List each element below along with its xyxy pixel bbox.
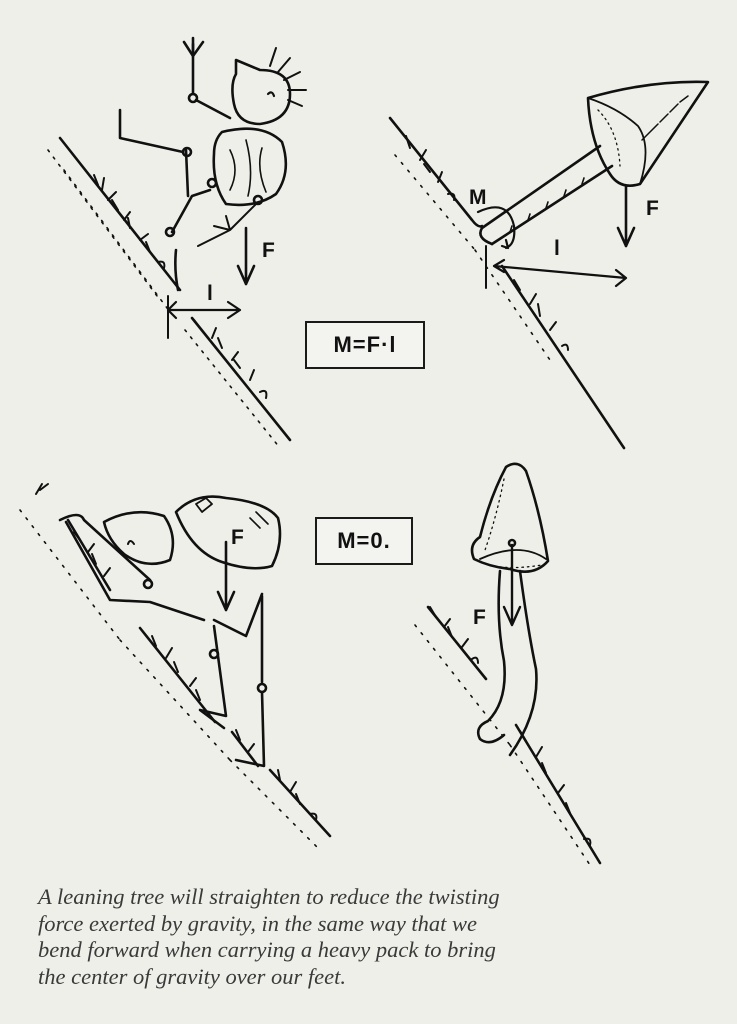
force-label: F [262, 239, 275, 262]
straight-tree-drawing [414, 462, 602, 866]
hiker-leaning-back-drawing [47, 36, 307, 449]
caption-line-3: bend forward when carrying a heavy pack … [38, 937, 496, 962]
formula-moment-box: M=F·l [305, 321, 425, 369]
formula-zero-moment-box: M=0. [315, 517, 413, 565]
leaning-tree-drawing [388, 80, 710, 450]
caption-line-4: the center of gravity over our feet. [38, 963, 347, 989]
lever-arm-label: l [554, 237, 560, 260]
formula-moment-text: M=F·l [333, 332, 397, 357]
panel-hiker-leaning-back: F l [0, 0, 380, 460]
force-label: F [473, 606, 486, 629]
moment-label: M [469, 186, 487, 209]
hiker-bending-forward-drawing [19, 483, 332, 851]
caption-line-1: A leaning tree will straighten to reduce… [38, 884, 500, 909]
force-label: F [231, 526, 244, 549]
panel-leaning-tree: M F l [380, 60, 737, 460]
caption-line-2: force exerted by gravity, in the same wa… [38, 910, 478, 936]
lever-arm-label: l [207, 282, 213, 305]
panel-hiker-bending-forward: F [0, 460, 380, 860]
force-label: F [646, 197, 659, 220]
formula-zero-moment-text: M=0. [337, 528, 391, 553]
panel-straight-tree: F [400, 455, 737, 875]
figure-caption: A leaning tree will straighten to reduce… [38, 884, 737, 990]
